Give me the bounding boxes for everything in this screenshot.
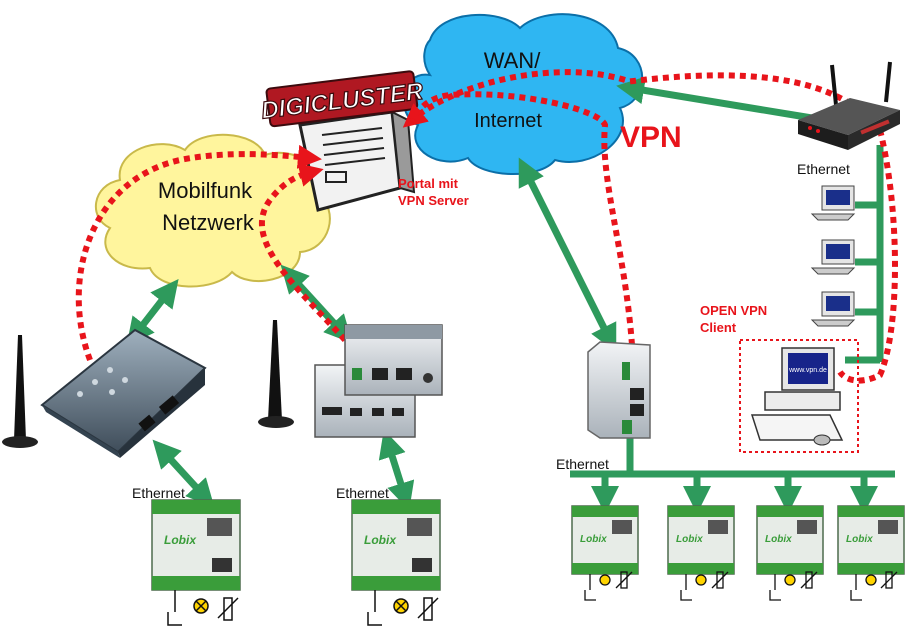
gateway-ethernet-label: Ethernet [556,456,609,472]
io-module-left: Lobix [151,499,241,591]
vpn-tunnel-router [837,129,898,384]
lan-pc-3 [810,291,856,327]
server-caption-2: VPN Server [398,193,469,208]
io-module-bus-3-symbols [769,571,818,601]
io-module-middle-symbols [367,590,439,626]
io-module-brand: Lobix [765,534,792,545]
vpn-label: VPN [620,121,682,154]
green-links [126,76,895,514]
io-module-brand: Lobix [164,533,197,547]
lan-pc-1 [810,185,856,221]
io-module-brand: Lobix [580,534,607,545]
io-module-bus-2: Lobix [667,505,735,575]
link-modem-left-mobile [126,278,179,347]
vpn-server [298,110,416,212]
vpn-tunnel-modem-middle [259,163,348,343]
io-module-brand: Lobix [676,534,703,545]
client-screen-text: www.vpn.de [788,367,827,374]
io-module-middle: Lobix [351,499,441,591]
vpn-router [798,61,900,150]
mobile-cloud-label-2: Netzwerk [162,210,255,235]
io-module-bus-4-symbols [850,571,898,601]
io-module-bus-1: Lobix [571,505,639,575]
io-module-bus-3: Lobix [756,505,824,575]
link-router-wan [616,76,813,122]
io-module-brand: Lobix [846,534,873,545]
server-caption-1: Portal mit [398,176,459,191]
io-module-left-symbols [167,590,239,626]
link-modem-middle-module [378,429,415,511]
io-module-bus-1-symbols [584,571,633,601]
modem-left-antenna [2,335,38,448]
modem-middle-ethernet-label: Ethernet [336,485,389,501]
client-highlight-box [739,339,859,453]
mobile-cloud: Mobilfunk Netzwerk [94,133,331,288]
wan-cloud-label-1: WAN/ [484,48,542,73]
router-ethernet-label: Ethernet [797,161,850,177]
modem-left [40,328,207,458]
vpn-tunnel-modem-left [75,144,322,362]
digicluster-logo: DIGICLUSTER [259,70,426,128]
vpn-tunnel-wan-server [402,69,626,128]
client-caption-2: Client [700,320,737,335]
vpn-tunnel-gateway [409,91,635,346]
io-module-brand: Lobix [364,533,397,547]
modem-middle [314,324,443,438]
link-modem-middle-mobile [280,264,353,344]
modem-left-ethernet-label: Ethernet [132,485,185,501]
client-pc: www.vpn.de [750,347,844,446]
wan-cloud: WAN/ Internet [402,13,644,176]
io-module-bus-2-symbols [680,571,729,601]
lan-pc-2 [810,239,856,275]
vpn-gateway [587,341,651,439]
io-module-bus-4: Lobix [837,505,905,575]
wan-cloud-label-2: Internet [474,110,542,132]
modem-middle-antenna [258,320,294,428]
link-gateway-wan [518,157,617,353]
client-caption-1: OPEN VPN [700,303,767,318]
mobile-cloud-label-1: Mobilfunk [158,178,253,203]
link-modem-left-module [152,439,215,508]
